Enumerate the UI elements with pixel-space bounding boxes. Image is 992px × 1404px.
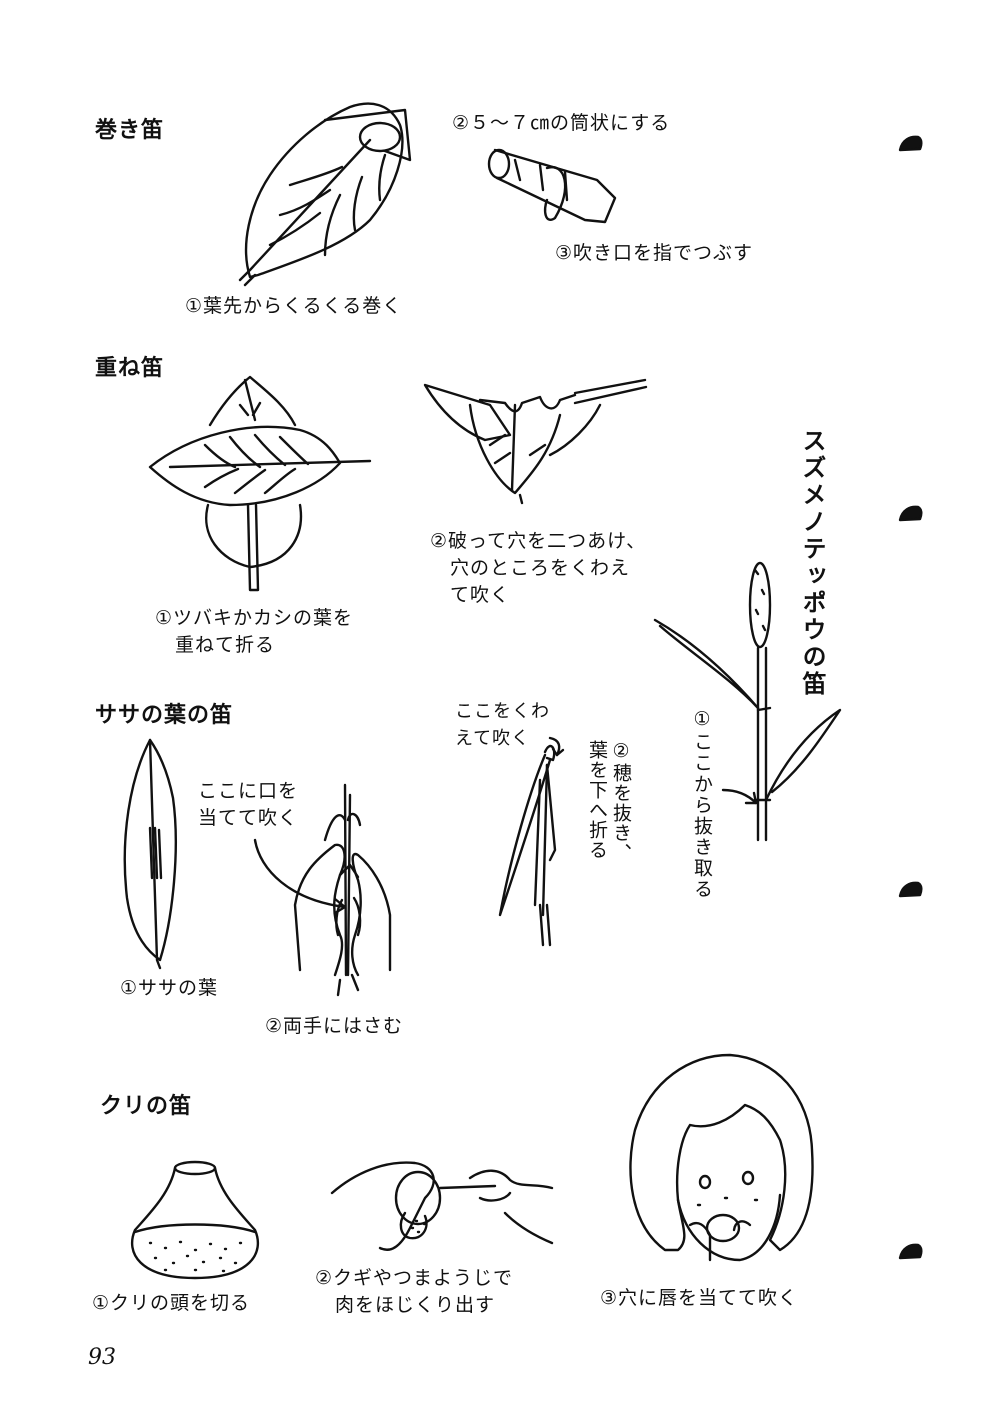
girl-blowing-whistle-illustration [620, 1050, 820, 1265]
arrow-suzume-1 [718, 785, 763, 810]
chestnut-illustration [125, 1158, 265, 1283]
arrow-suzume-note [545, 735, 570, 760]
arrow-sasa-note [250, 835, 350, 915]
hands-digging-chestnut-illustration [330, 1158, 555, 1263]
maki-step1-caption: ①葉先からくるくる巻く [185, 293, 402, 320]
page-number: 93 [88, 1345, 116, 1370]
folded-grass-illustration [495, 740, 565, 950]
rolled-leaf-illustration [230, 95, 420, 290]
kuri-step3-caption: ③穴に唇を当てて吹く [600, 1285, 798, 1312]
torn-leaves-illustration [420, 375, 650, 505]
layered-leaves-illustration [150, 375, 375, 595]
maki-step3-caption: ③吹き口を指でつぶす [555, 240, 753, 267]
section-title-kuri: クリの笛 [100, 1088, 192, 1120]
hand-mark-icon [898, 878, 924, 898]
kuri-step1-caption: ①クリの頭を切る [92, 1290, 250, 1317]
bamboo-leaf-illustration [115, 738, 185, 968]
sasa-step2-caption: ②両手にはさむ [265, 1013, 403, 1040]
hand-mark-icon [898, 132, 924, 152]
kuri-step2-caption: ②クギやつまようじで 肉をほじくり出す [315, 1265, 513, 1319]
maki-step2-caption: ②５～７㎝の筒状にする [452, 110, 670, 137]
kasane-step1-caption: ①ツバキかカシの葉を 重ねて折る [155, 605, 353, 659]
suzume-step2-caption: ②穂を抜き、 葉を下へ折る [585, 740, 633, 863]
suzume-step1-caption: ①ここから抜き取る [690, 708, 714, 900]
kasane-step2-caption: ②破って穴を二つあけ、 穴のところをくわえ て吹く [430, 528, 646, 609]
hand-mark-icon [898, 1240, 924, 1260]
hand-mark-icon [898, 502, 924, 522]
leaf-tube-illustration [485, 140, 625, 230]
section-title-sasa: ササの葉の笛 [95, 697, 233, 729]
sasa-step1-caption: ①ササの葉 [120, 975, 218, 1002]
section-title-maki: 巻き笛 [95, 112, 164, 144]
